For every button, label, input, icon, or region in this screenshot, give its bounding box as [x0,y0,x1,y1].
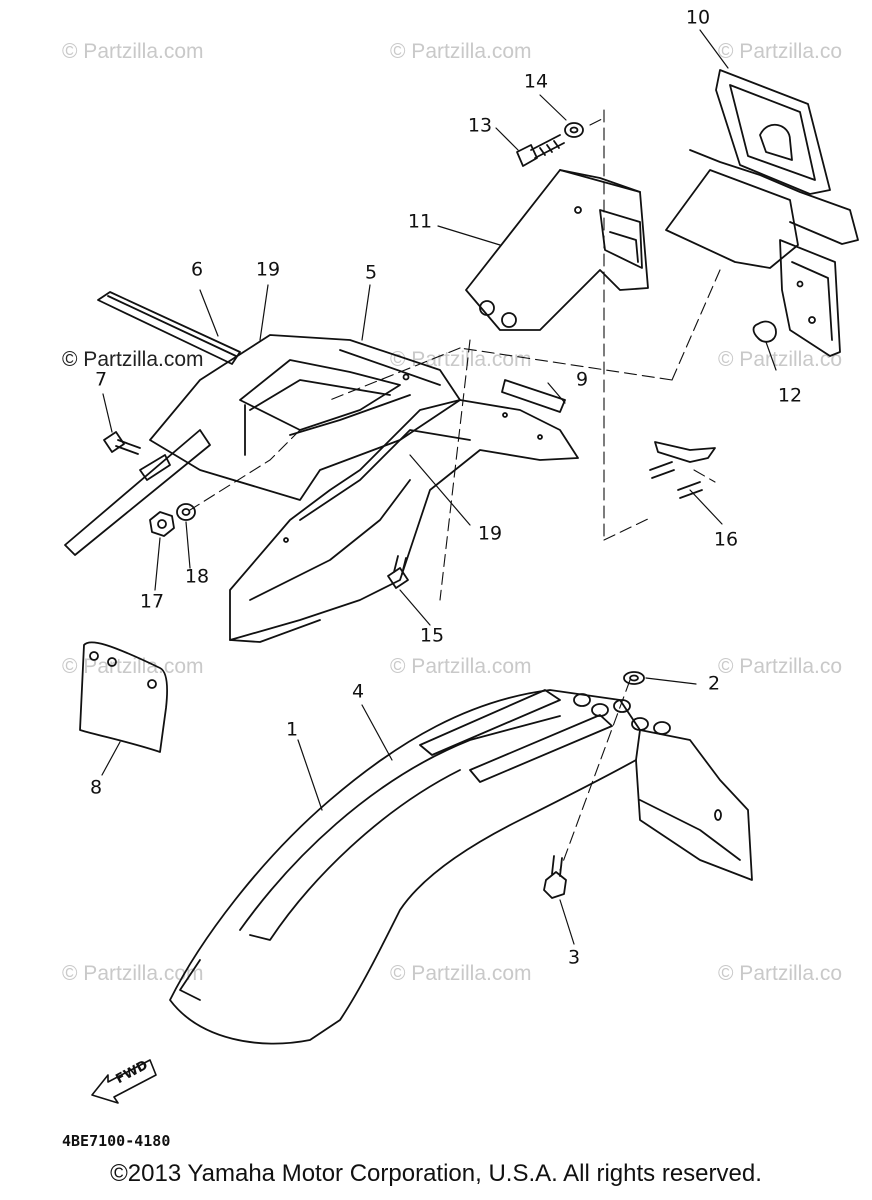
callout-5: 5 [364,261,378,284]
assembly-guide-lines [189,109,721,871]
part-10-plate-bracket [665,69,859,357]
callout-12: 12 [777,384,803,407]
part-18-washer [176,503,196,521]
callout-7: 7 [94,368,108,391]
callout-19-lower: 19 [477,522,503,545]
watermark: © Partzilla.com [62,348,204,371]
part-1-front-fender [169,689,753,1045]
callout-15: 15 [419,624,445,647]
callout-3: 3 [567,946,581,969]
part-3-bolt [543,855,567,899]
watermark: © Partzilla.co [718,40,843,63]
callout-9: 9 [575,368,589,391]
callout-17: 17 [139,590,165,613]
copyright-notice: ©2013 Yamaha Motor Corporation, U.S.A. A… [110,1160,762,1187]
fwd-arrow-icon [91,1059,157,1104]
part-11-bracket [465,169,649,331]
part-9-decal [501,379,566,413]
callout-4: 4 [351,680,365,703]
leader-lines [101,29,777,945]
watermark: © Partzilla.co [718,962,843,985]
callout-16: 16 [713,528,739,551]
part-2-washer [623,671,645,685]
part-13-bolt [516,134,565,167]
watermark: © Partzilla.com [390,655,532,678]
watermark: © Partzilla.com [62,40,204,63]
callout-19: 19 [255,258,281,281]
part-6-stay [97,291,241,365]
watermark: © Partzilla.com [62,962,204,985]
part-12-grommet [752,320,777,343]
callout-6: 6 [190,258,204,281]
drawing-code: 4BE7100-4180 [62,1132,171,1150]
part-16-bolts [649,441,716,499]
watermark: © Partzilla.com [62,655,204,678]
callout-13: 13 [467,114,493,137]
part-4-decal [419,689,613,783]
callout-8: 8 [89,776,103,799]
callout-10: 10 [685,6,711,29]
callout-11: 11 [407,210,433,233]
part-15-bolt [387,555,409,589]
callout-14: 14 [523,70,549,93]
watermark: © Partzilla.co [718,348,843,371]
watermark: © Partzilla.com [390,962,532,985]
callout-1: 1 [285,718,299,741]
watermark: © Partzilla.com [390,40,532,63]
part-8-plate [79,641,168,753]
watermark: © Partzilla.co [718,655,843,678]
part-7-bolt [103,431,141,455]
part-17-nut [149,511,175,537]
mount-holes [573,693,671,735]
part-14-washer [564,122,584,138]
callout-2: 2 [707,672,721,695]
callout-18: 18 [184,565,210,588]
